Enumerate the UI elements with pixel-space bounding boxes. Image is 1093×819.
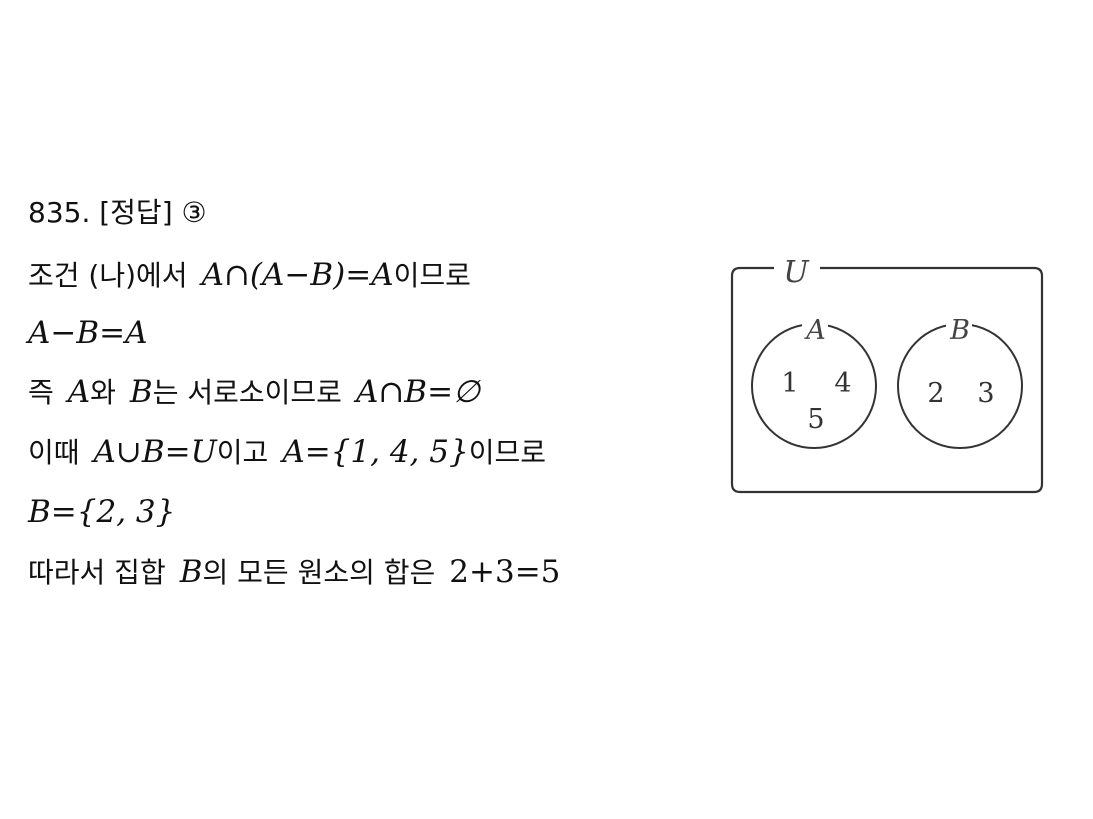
set-b-element: 2 <box>927 378 944 409</box>
math-expression: A <box>67 374 91 410</box>
solution-line-1: 조건 (나)에서 A∩(A−B)=A이므로 <box>28 255 471 295</box>
set-b-label: B <box>949 315 970 346</box>
universe-box <box>730 266 1044 494</box>
math-expression: A∪B=U <box>93 434 217 470</box>
math-expression: A∩(A−B)=A <box>201 257 394 293</box>
set-a-label: A <box>803 315 826 346</box>
text-segment: 즉 <box>28 376 54 409</box>
math-expression: A−B=A <box>28 315 148 351</box>
text-segment: 이때 <box>28 436 80 469</box>
math-expression: A={1, 4, 5} <box>282 434 469 470</box>
text-segment: 조건 (나)에서 <box>28 259 188 292</box>
set-a-element: 4 <box>834 368 851 399</box>
solution-line-5: B={2, 3} <box>28 492 175 532</box>
answer-header: 835. [정답] ③ <box>28 196 207 229</box>
text-segment: 와 <box>90 376 116 409</box>
math-expression: A∩B=∅ <box>355 374 481 410</box>
solution-line-4: 이때 A∪B=U이고 A={1, 4, 5}이므로 <box>28 432 546 472</box>
text-segment: 는 서로소이므로 <box>152 376 342 409</box>
text-segment: 이고 <box>216 436 269 469</box>
set-a-element: 5 <box>807 404 824 435</box>
venn-diagram: U A 1 4 5 B 2 3 <box>730 255 1044 494</box>
text-segment: 의 모든 원소의 합은 <box>202 556 436 589</box>
universe-label: U <box>783 255 810 290</box>
math-expression: B <box>179 554 203 590</box>
set-b-element: 3 <box>977 378 994 409</box>
solution-line-2: A−B=A <box>28 313 148 353</box>
set-a-element: 1 <box>781 368 798 399</box>
math-expression: 2+3=5 <box>449 554 561 590</box>
math-expression: B <box>129 374 153 410</box>
text-segment: 따라서 집합 <box>28 556 166 589</box>
text-segment: 이므로 <box>393 259 471 292</box>
text-segment: 이므로 <box>468 436 546 469</box>
solution-line-6: 따라서 집합 B의 모든 원소의 합은 2+3=5 <box>28 552 560 592</box>
math-expression: B={2, 3} <box>28 494 176 530</box>
